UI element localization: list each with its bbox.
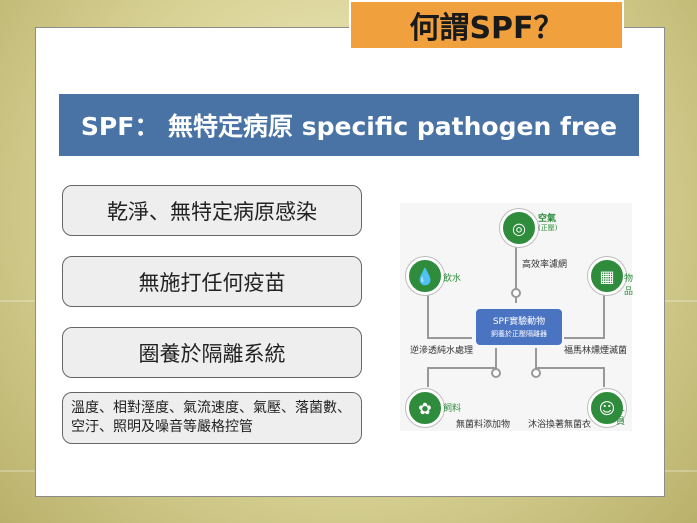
hepa-label: 高效率濾網	[522, 260, 568, 270]
center-title: SPF實驗動物	[492, 317, 546, 327]
sterile-feed-label: 無菌料添加物	[456, 420, 511, 430]
shower-label: 沐浴換著無菌衣	[528, 420, 592, 430]
formalin-label: 福馬林燻煙滅菌	[564, 346, 628, 356]
staff-label: 人員	[616, 404, 626, 427]
air-sub-label: (正壓)	[538, 224, 558, 232]
point-clean: 乾淨、無特定病原感染	[62, 185, 362, 236]
point-no-vaccine: 無施打任何疫苗	[62, 256, 362, 307]
spf-animal-box: SPF實驗動物 飼養於正壓隔離器	[476, 309, 562, 345]
diagram-connectors	[427, 247, 605, 387]
staff-icon: ☺	[588, 389, 626, 427]
feed-icon: ✿	[406, 389, 444, 427]
goods-icon: ▦	[588, 257, 626, 295]
water-label: 飲水	[443, 274, 462, 284]
point-isolation: 圈養於隔離系統	[62, 327, 362, 378]
point-environment-control: 溫度、相對溼度、氣流速度、氣壓、落菌數、空汙、照明及噪音等嚴格控管	[62, 392, 362, 444]
slide-title: 何謂SPF？	[349, 0, 624, 50]
ro-label: 逆滲透純水處理	[410, 346, 474, 356]
air-icon: ◎	[500, 209, 538, 247]
air-label: 空氣	[538, 214, 557, 224]
definition-banner: SPF： 無特定病原 specific pathogen free	[59, 94, 639, 156]
spf-diagram: ◎ 空氣 (正壓) 高效率濾網 💧 飲水 ▦ 物品 逆滲透純水處理 福馬林燻煙滅…	[400, 203, 634, 431]
goods-label: 物品	[624, 274, 634, 297]
center-subtitle: 飼養於正壓隔離器	[491, 330, 547, 338]
water-icon: 💧	[406, 257, 444, 295]
feed-label: 飼料	[443, 404, 462, 414]
